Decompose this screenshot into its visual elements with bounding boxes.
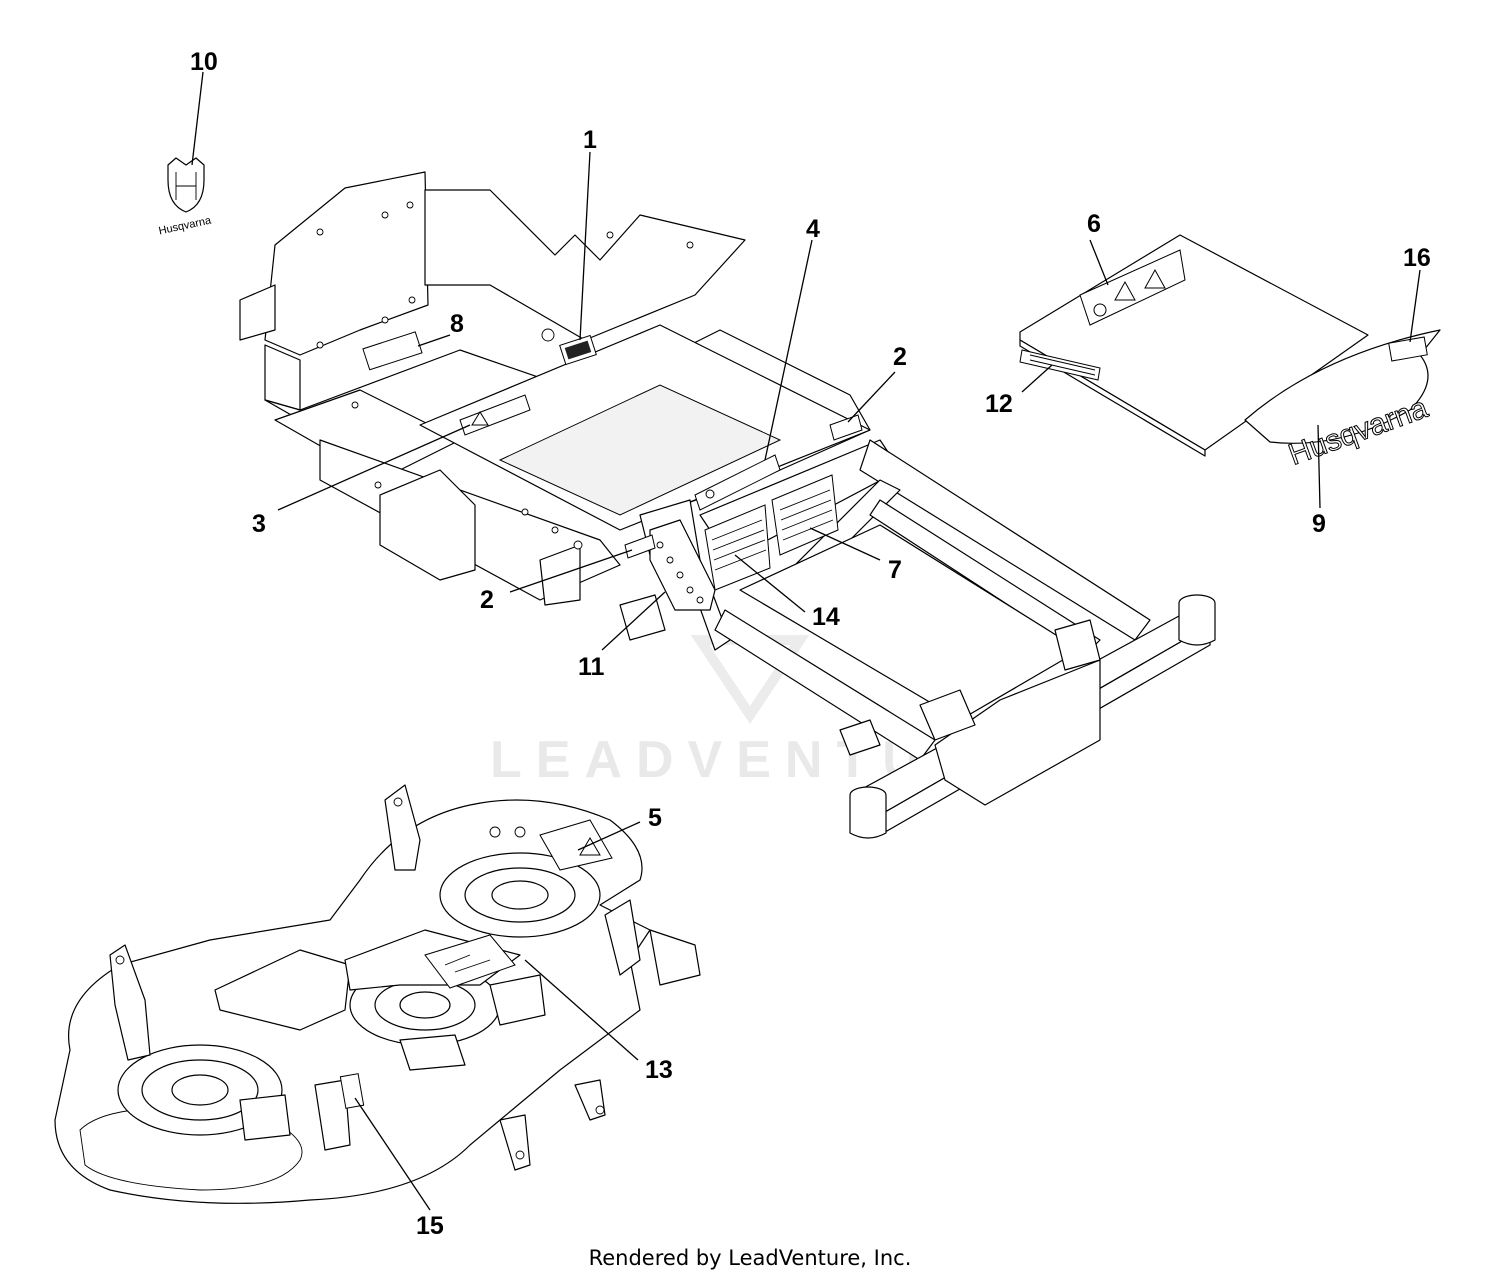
decal-14 — [704, 504, 771, 591]
decal-16 — [1388, 336, 1428, 362]
decal-5 — [539, 819, 613, 871]
callout-2-upper: 2 — [893, 343, 907, 371]
decal-6 — [1079, 249, 1186, 326]
callout-2-lower: 2 — [480, 586, 494, 614]
decal-2-upper — [829, 414, 863, 441]
callout-15: 15 — [416, 1212, 444, 1240]
decal-15 — [339, 1073, 365, 1109]
callout-11: 11 — [578, 653, 605, 681]
footer-credit: Rendered by LeadVenture, Inc. — [589, 1246, 912, 1270]
callout-12: 12 — [985, 390, 1013, 418]
callout-1: 1 — [583, 126, 597, 154]
decal-3 — [459, 394, 531, 436]
callout-13: 13 — [645, 1056, 673, 1084]
frame-holes — [316, 201, 694, 550]
callout-14: 14 — [812, 603, 840, 631]
decal-12 — [1019, 349, 1101, 381]
bracket-holes — [656, 541, 704, 604]
decal-13 — [424, 934, 516, 989]
callout-7: 7 — [888, 556, 902, 584]
callout-3: 3 — [252, 510, 266, 538]
decal-7 — [771, 474, 839, 556]
decal-2-lower — [624, 534, 656, 559]
deck-holes — [115, 797, 605, 1160]
callout-4: 4 — [806, 215, 820, 243]
callout-16: 16 — [1403, 244, 1431, 272]
decal-1 — [559, 334, 597, 366]
callout-6: 6 — [1087, 210, 1101, 238]
logo-decal-text: Husqvarna — [158, 214, 213, 237]
decal-4 — [694, 454, 781, 511]
mower-deck — [54, 784, 701, 1204]
logo-decal: Husqvarna — [158, 157, 213, 237]
callout-5: 5 — [648, 804, 662, 832]
decal-8 — [362, 331, 423, 371]
chassis-frame — [239, 171, 1216, 839]
callout-9: 9 — [1312, 510, 1326, 538]
footrest-assembly: Husqvarna — [1019, 234, 1441, 472]
callout-8: 8 — [450, 310, 464, 338]
leader-lines — [191, 71, 1421, 1211]
callout-10: 10 — [190, 48, 218, 76]
callout-labels: 10 1 4 8 2 3 2 11 14 7 6 12 9 16 5 13 15 — [190, 48, 1431, 1240]
